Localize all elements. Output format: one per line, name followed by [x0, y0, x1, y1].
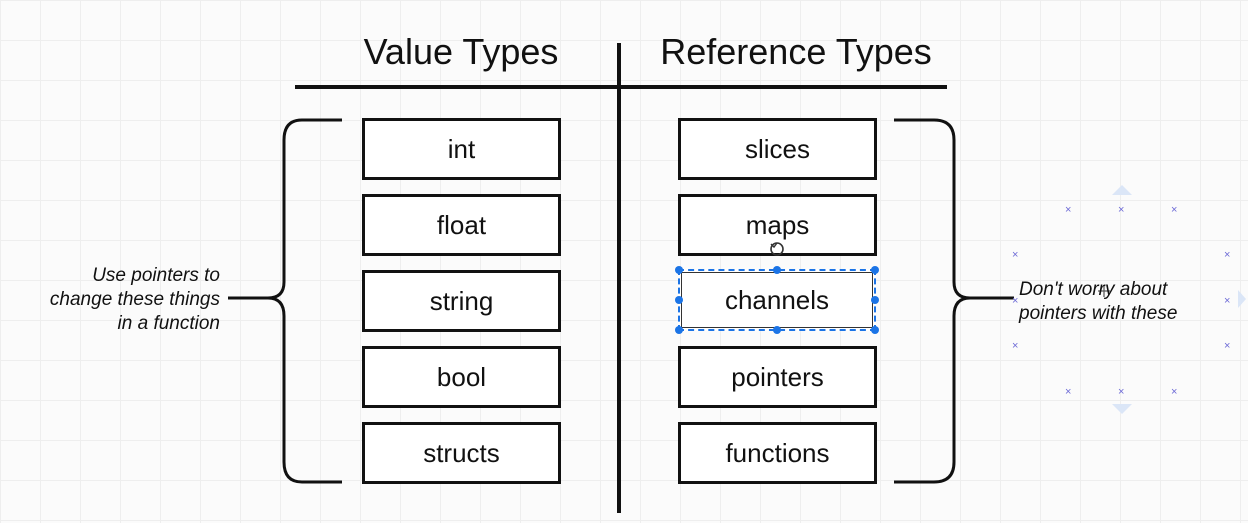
box-label: pointers: [731, 361, 824, 392]
box-label: functions: [725, 437, 830, 468]
value-type-box-string[interactable]: string: [362, 270, 561, 332]
cross-marker-icon: ×: [1224, 249, 1231, 261]
box-label: int: [447, 133, 476, 164]
cross-marker-icon: ×: [1171, 386, 1178, 398]
note-line: Don't worry about: [1019, 279, 1168, 300]
note-line: in a function: [117, 313, 220, 334]
value-type-box-bool[interactable]: bool: [362, 346, 561, 408]
left-annotation-note: Use pointers to change these things in a…: [24, 264, 220, 336]
reference-types-heading: Reference Types: [660, 31, 932, 72]
resize-handle-e[interactable]: [871, 296, 879, 304]
resize-handle-sw[interactable]: [675, 326, 683, 334]
box-label: maps: [745, 209, 810, 240]
reference-type-box-maps[interactable]: maps: [678, 194, 877, 256]
box-label: string: [429, 285, 494, 316]
cross-marker-icon: ×: [1171, 204, 1178, 216]
cross-marker-icon: ×: [1224, 340, 1231, 352]
resize-handle-w[interactable]: [675, 296, 683, 304]
box-label: bool: [436, 361, 487, 392]
cross-marker-icon: ×: [1065, 204, 1072, 216]
box-label: channels: [724, 284, 830, 315]
cross-marker-icon: ×: [1012, 340, 1019, 352]
rotate-handle-icon: [770, 242, 784, 256]
up-arrow-hint-icon: [1112, 185, 1132, 195]
note-line: change these things: [49, 289, 220, 310]
cross-marker-icon: ×: [1012, 249, 1019, 261]
resize-handle-nw[interactable]: [675, 266, 683, 274]
reference-type-box-pointers[interactable]: pointers: [678, 346, 877, 408]
value-type-box-structs[interactable]: structs: [362, 422, 561, 484]
left-brace: [267, 118, 342, 484]
header-divider-horizontal: [295, 85, 947, 89]
box-label: structs: [423, 437, 500, 468]
note-line: pointers with these: [1019, 303, 1178, 324]
column-divider-vertical: [617, 43, 621, 513]
cross-marker-icon: ×: [1118, 204, 1125, 216]
note-line: Use pointers to: [92, 265, 220, 286]
value-type-box-float[interactable]: float: [362, 194, 561, 256]
resize-handle-n[interactable]: [773, 266, 781, 274]
box-label: float: [436, 209, 487, 240]
reference-type-box-functions[interactable]: functions: [678, 422, 877, 484]
value-types-heading: Value Types: [363, 31, 559, 72]
right-annotation-note[interactable]: Don't worry about pointers with these: [1019, 278, 1219, 326]
cross-marker-icon: ×: [1118, 386, 1125, 398]
reference-type-box-slices[interactable]: slices: [678, 118, 877, 180]
cross-marker-icon: ×: [1065, 386, 1072, 398]
resize-handle-s[interactable]: [773, 326, 781, 334]
right-brace: [894, 118, 971, 484]
cross-marker-icon: ×: [1012, 295, 1019, 307]
value-type-box-int[interactable]: int: [362, 118, 561, 180]
cross-marker-icon: ×: [1224, 295, 1231, 307]
resize-handle-se[interactable]: [871, 326, 879, 334]
resize-handle-ne[interactable]: [871, 266, 879, 274]
box-label: slices: [744, 133, 810, 164]
down-arrow-hint-icon: [1112, 404, 1132, 414]
right-arrow-hint-icon: [1238, 290, 1246, 308]
move-cursor-icon: [1098, 285, 1110, 297]
